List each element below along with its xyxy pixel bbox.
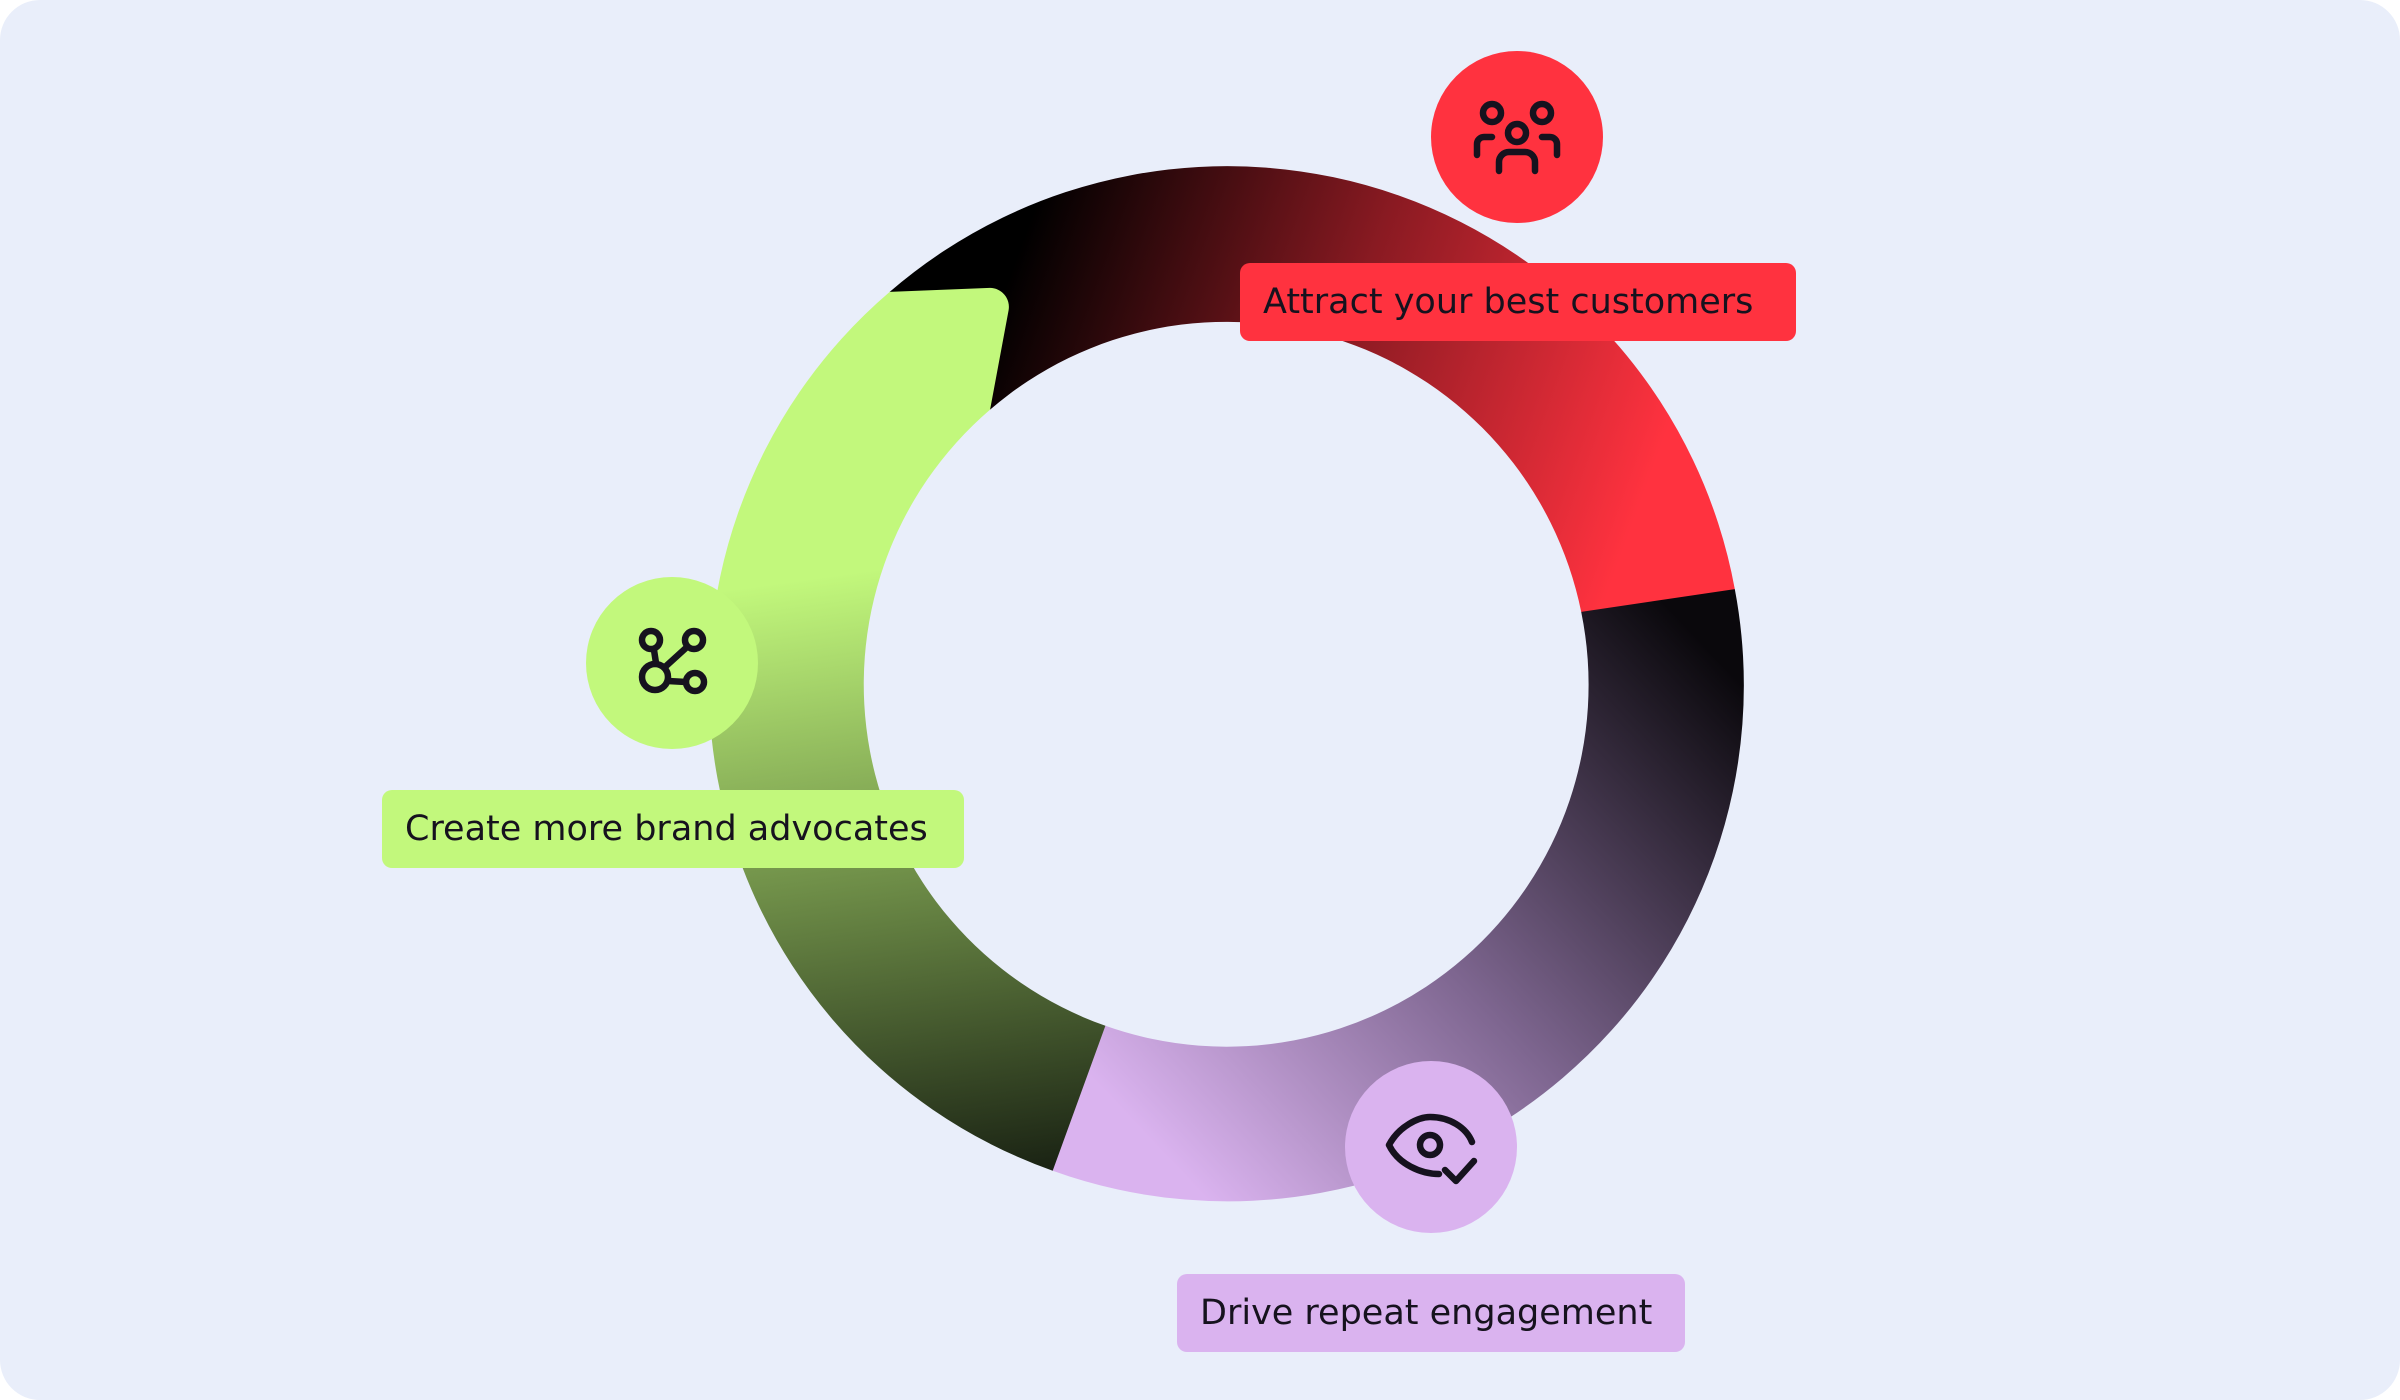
cycle-arc-advocate [708,287,1106,1171]
cycle-arc-engage [991,589,1744,1202]
engage-label: Drive repeat engagement [1177,1274,1685,1352]
attract-label: Attract your best customers [1240,263,1796,341]
eye-check-icon [1385,1113,1478,1185]
users-group-icon [1473,100,1561,175]
attract-icon-circle [1431,51,1603,223]
advocate-label: Create more brand advocates [382,790,964,868]
engage-icon-circle [1345,1061,1517,1233]
network-nodes-icon [638,627,708,695]
